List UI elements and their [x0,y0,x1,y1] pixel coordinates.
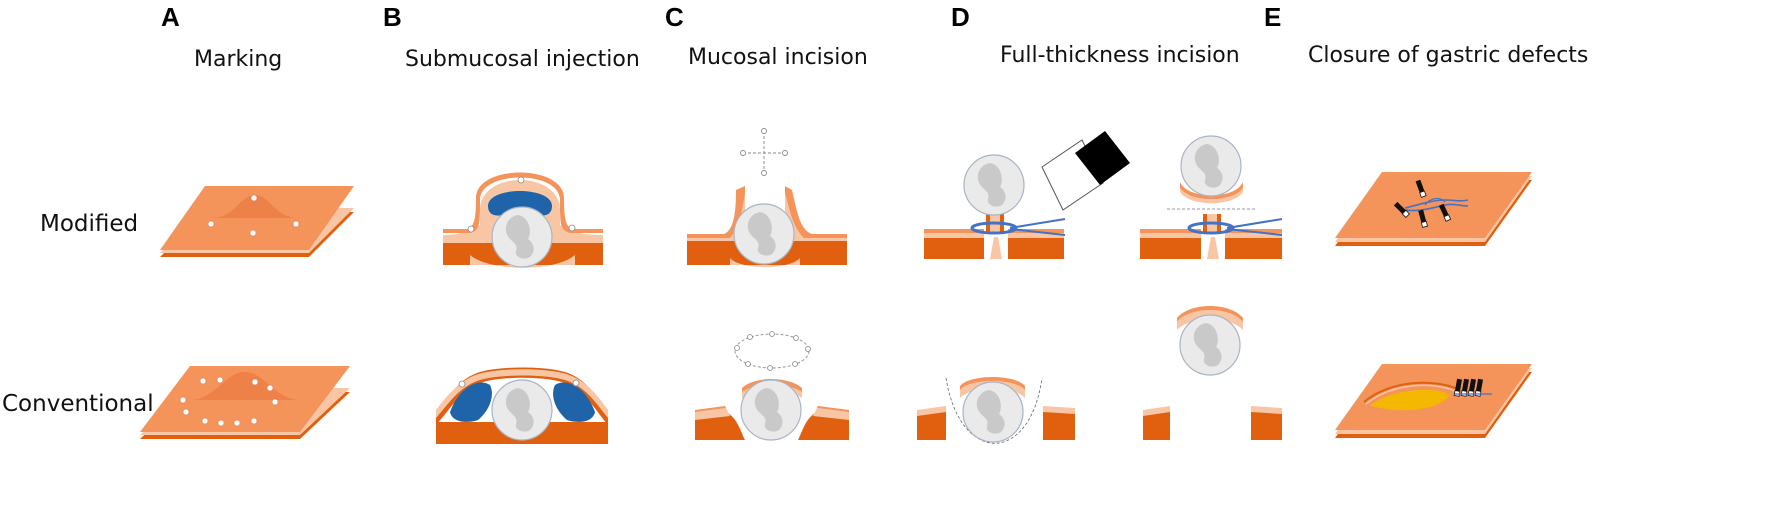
fullthickness-conventional-tumor-1 [962,381,1024,443]
panel-title-submucosal-injection: Submucosal injection [405,47,640,72]
fullthickness-conventional-tumor-2 [1179,314,1241,376]
fullthickness-modified-left [924,192,1066,260]
marking-modified-sheet [160,186,354,257]
incision-modified-crosshair [740,128,788,176]
row-label-conventional: Conventional [2,391,154,417]
injection-modified-tumor [491,206,553,268]
panel-letter-c: C [665,2,684,32]
fullthickness-modified-tumor-2 [1180,135,1242,197]
row-label-modified: Modified [40,211,139,237]
incision-conventional-dots [734,331,811,371]
marking-conventional-dots [179,376,279,427]
fullthickness-modified-right [1140,182,1283,260]
marking-conventional-sheet [140,366,350,439]
injection-conventional-tumor [491,379,553,441]
fullthickness-conventional-right [1143,306,1282,440]
incision-conventional-tumor [740,379,802,441]
fullthickness-conventional-left [917,377,1075,444]
panel-letter-e: E [1264,2,1282,32]
panel-title-mucosal-incision: Mucosal incision [688,45,868,70]
panel-letter-d: D [951,2,970,32]
closure-conventional-sheet [1335,364,1532,438]
closure-modified-sheet [1335,172,1532,246]
fullthickness-cap [1041,131,1130,211]
panel-title-marking: Marking [194,47,283,72]
panel-title-full-thickness-incision: Full-thickness incision [1000,43,1240,68]
closure-conventional-clips [1453,378,1492,397]
marking-modified-dots [207,194,300,237]
panel-letter-b: B [383,2,402,32]
panel-title-closure: Closure of gastric defects [1308,43,1589,68]
incision-modified-tumor [733,203,795,265]
closure-modified-clips [1393,179,1469,228]
fullthickness-modified-tumor-1 [963,154,1025,216]
panel-letter-a: A [161,2,180,32]
